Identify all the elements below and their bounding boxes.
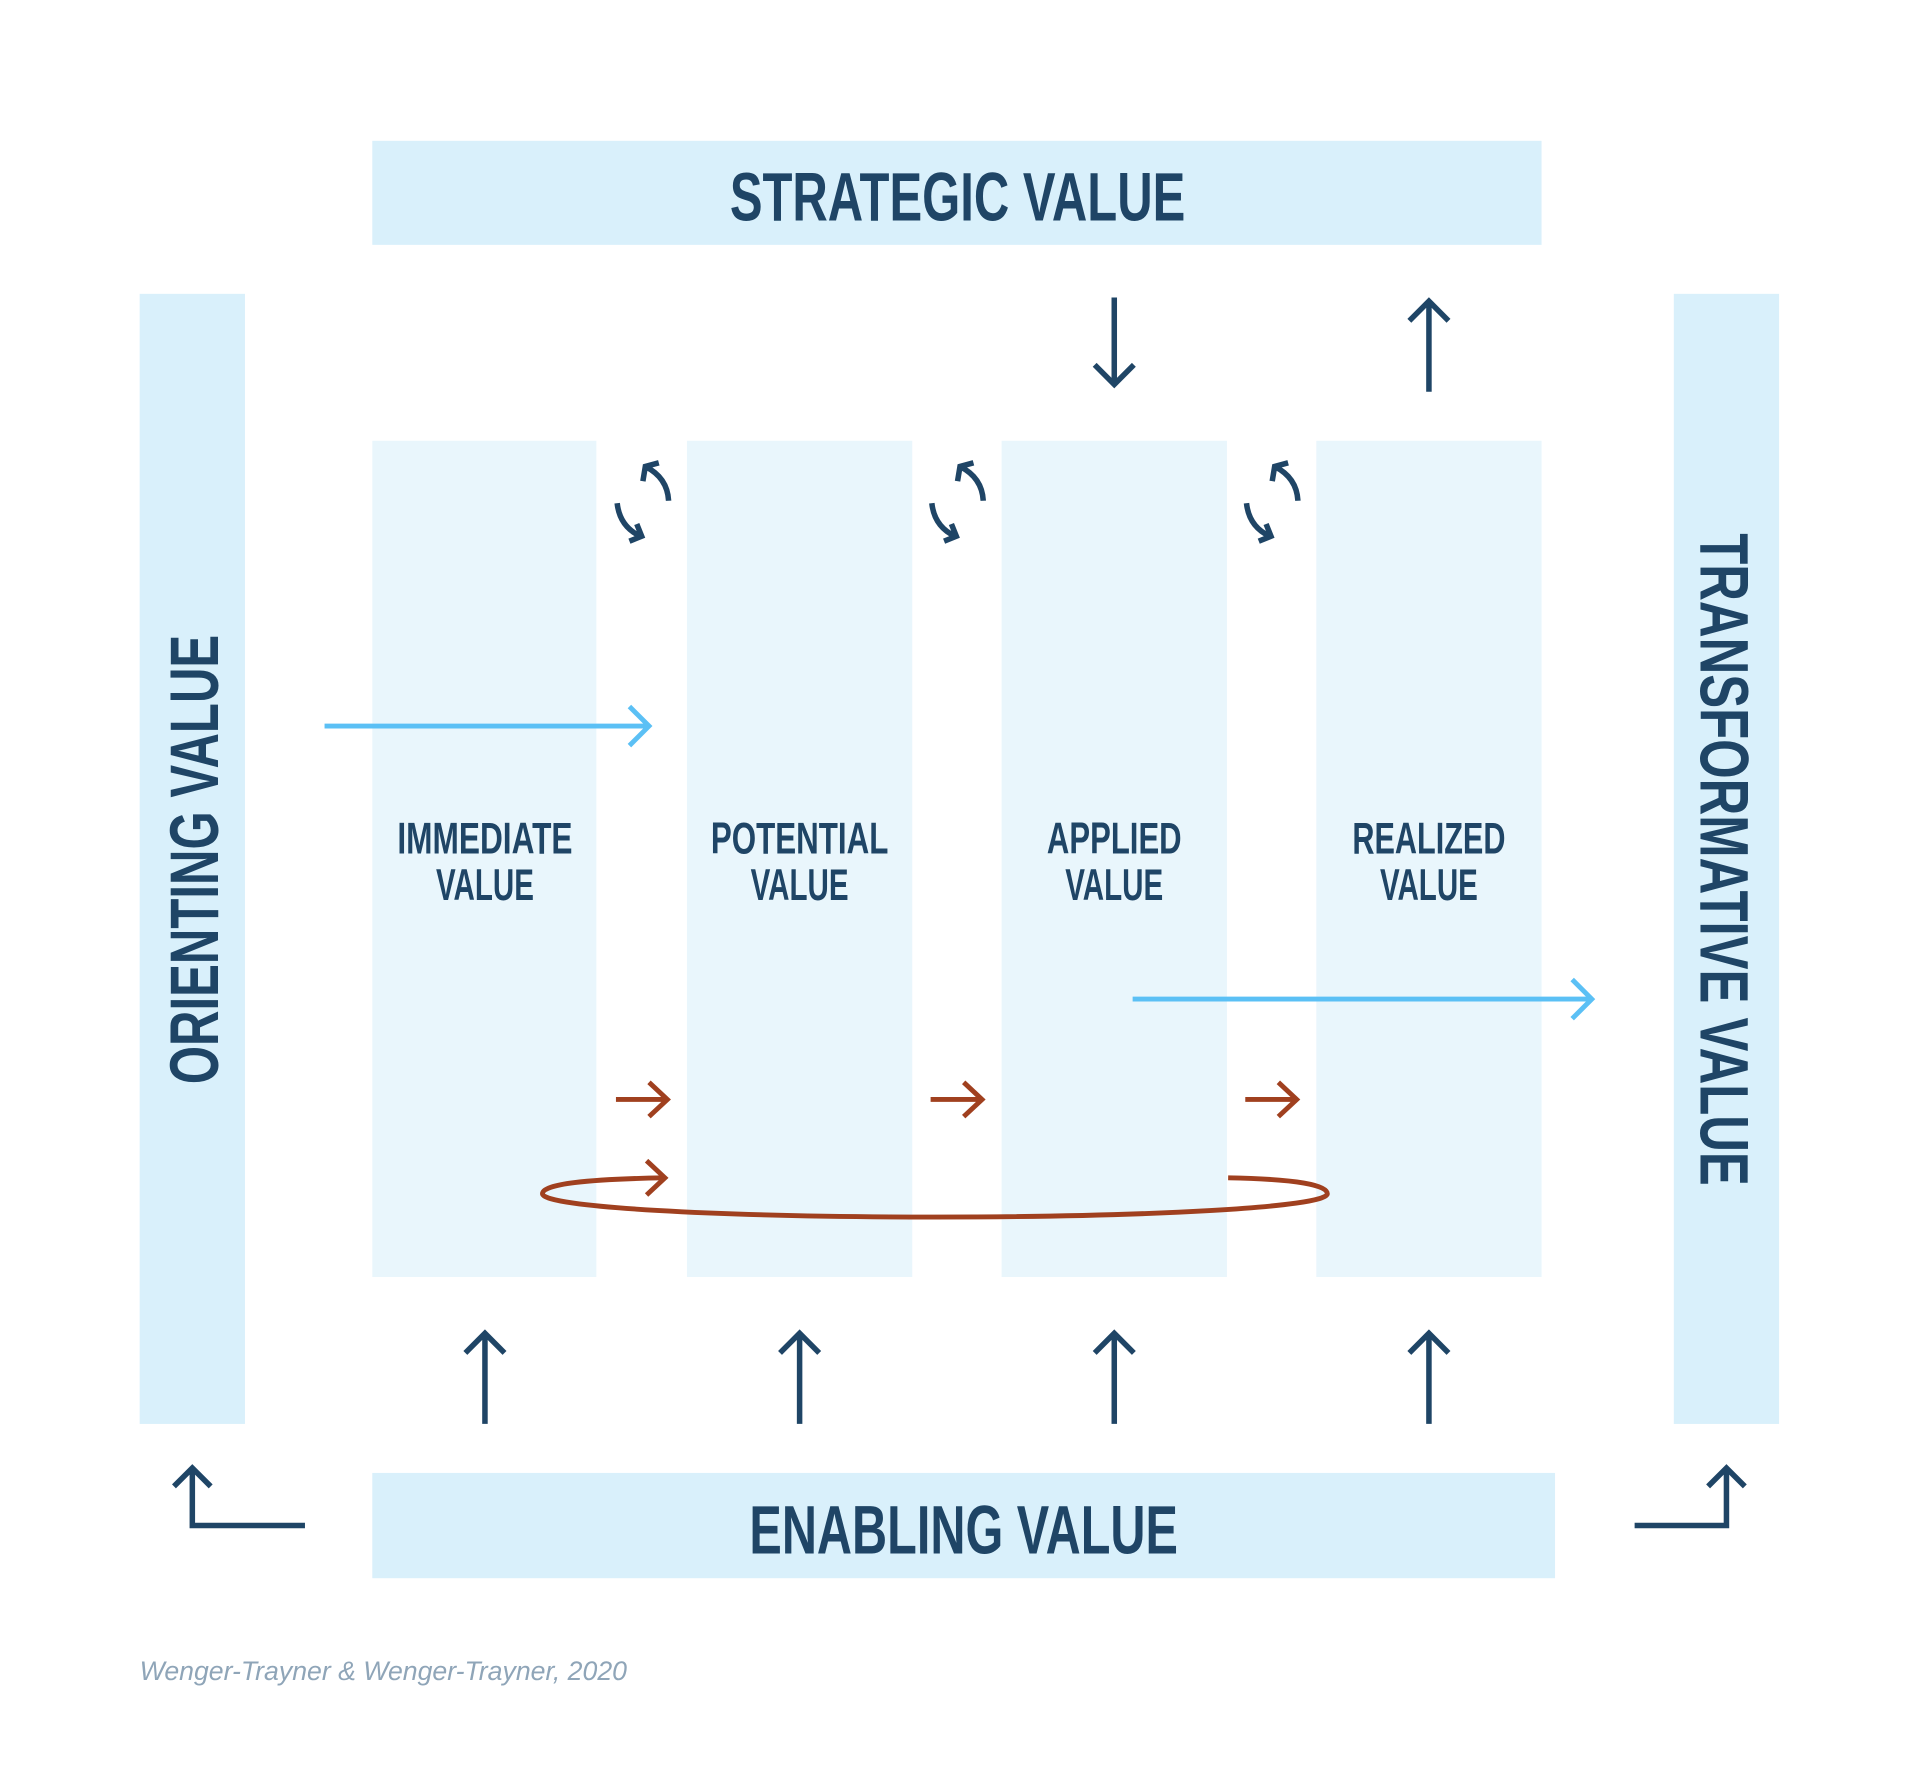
enabling-value-box	[372, 1472, 1556, 1579]
cycle-arrows-icon	[929, 460, 987, 544]
transformative-value-box	[1673, 293, 1780, 1424]
citation-footer: Wenger-Trayner & Wenger-Trayner, 2020	[140, 1656, 627, 1686]
cycle-arrows-icon	[614, 460, 672, 544]
down-arrow-icon	[1092, 297, 1136, 389]
strategic-value-box	[372, 140, 1542, 245]
immediate-value-column	[372, 440, 597, 1278]
potential-value-label-line2: VALUE	[751, 861, 849, 910]
orienting-value-label: ORIENTING VALUE	[156, 635, 233, 1084]
orienting-flow-arrow	[324, 704, 653, 748]
realized-value-label-line2: VALUE	[1380, 861, 1478, 910]
up-arrow-icon	[778, 1329, 822, 1424]
immediate-value-label-line2: VALUE	[436, 861, 534, 910]
applied-value-label-line2: VALUE	[1065, 861, 1163, 910]
loop-arrow-icon	[540, 1158, 1330, 1220]
enabling-value-label: ENABLING VALUE	[749, 1492, 1178, 1569]
immediate-value-label-line1: IMMEDIATE	[397, 814, 572, 863]
applied-value-label-line1: APPLIED	[1047, 814, 1182, 863]
progress-arrow-icon	[1245, 1080, 1301, 1119]
progress-arrow-icon	[615, 1080, 671, 1119]
corner-up-arrow-right-icon	[1634, 1464, 1747, 1529]
transformative-flow-arrow	[1132, 977, 1596, 1021]
up-arrow-icon	[463, 1329, 507, 1424]
realized-value-label-line1: REALIZED	[1352, 814, 1505, 863]
up-arrow-icon	[1407, 1329, 1451, 1424]
realized-value-column	[1316, 440, 1542, 1278]
potential-value-column	[686, 440, 913, 1278]
transformative-value-label: TRANSFORMATIVE VALUE	[1686, 533, 1763, 1186]
cycle-arrows-icon	[1243, 460, 1301, 544]
applied-value-column	[1001, 440, 1227, 1278]
potential-value-label-line1: POTENTIAL	[711, 814, 889, 863]
progress-arrow-icon	[930, 1080, 986, 1119]
corner-up-arrow-left-icon	[172, 1464, 305, 1529]
up-arrow-icon	[1092, 1329, 1136, 1424]
strategic-value-label: STRATEGIC VALUE	[730, 158, 1185, 235]
up-arrow-icon	[1407, 297, 1451, 392]
orienting-value-box	[139, 293, 245, 1424]
